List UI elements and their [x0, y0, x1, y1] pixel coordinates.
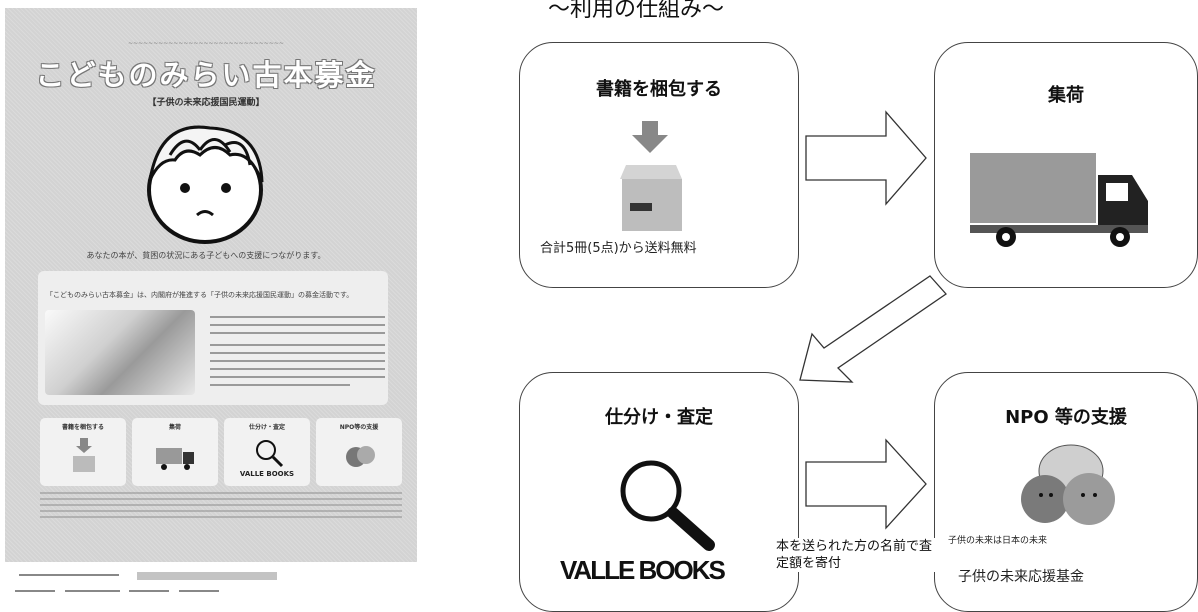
poster-step-npo: NPO等の支援	[316, 418, 402, 486]
poster-step-label: NPO等の支援	[339, 424, 379, 431]
poster-panel-heading: 「こどものみらい古本募金」は、内閣府が推進する「子供の未来応援国民運動」の募金活…	[46, 291, 354, 299]
poster-sponsor-logos	[7, 568, 417, 604]
poster-text-line	[210, 332, 385, 334]
poster-step-label: 仕分け・査定	[248, 424, 285, 431]
poster-text-line	[210, 368, 385, 370]
poster-subtitle: 【子供の未来応援国民運動】	[147, 98, 265, 108]
card-title: 書籍を梱包する	[596, 79, 722, 100]
card-title: 集荷	[1048, 85, 1084, 106]
child-face-illustration	[147, 125, 264, 244]
magnifier-icon	[256, 440, 284, 468]
valle-books-logo: VALLE BOOKS	[560, 555, 726, 585]
arrow-right-icon	[805, 110, 927, 206]
poster-footnotes	[40, 492, 402, 520]
fund-badge-text: 子供の未来は日本の未来	[948, 536, 1048, 546]
card-title: 仕分け・査定	[605, 407, 713, 428]
poster-title: こどものみらい古本募金	[35, 58, 377, 92]
poster-step-label: 書籍を梱包する	[61, 424, 104, 431]
box-icon	[73, 438, 95, 472]
fund-logo-icon	[1021, 444, 1115, 525]
poster-step-sort: 仕分け・査定 VALLE BOOKS	[224, 418, 310, 486]
arrow-diagonal-icon	[799, 275, 947, 383]
poster-text-line	[210, 384, 350, 386]
poster-tagline: あなたの本が、貧困の状況にある子どもへの支援につながります。	[86, 251, 326, 260]
fund-name: 子供の未来応援基金	[958, 569, 1084, 585]
poster-text-line	[210, 376, 385, 378]
poster-text-line	[210, 344, 385, 346]
poster-photo	[45, 310, 195, 395]
poster-text-line	[210, 352, 385, 354]
card-title: NPO 等の支援	[1005, 407, 1127, 428]
poster-text-line	[210, 316, 385, 318]
donation-note: 本を送られた方の名前で査定額を寄付	[776, 538, 936, 572]
truck-icon	[970, 153, 1148, 247]
card-caption: 合計5冊(5点)から送料無料	[540, 241, 697, 256]
poster-text-line	[210, 324, 385, 326]
poster-text-line	[210, 360, 385, 362]
arrow-right-icon	[805, 438, 927, 530]
poster-step-label: 集荷	[168, 424, 181, 431]
poster-valle-logo: VALLE BOOKS	[239, 470, 295, 478]
poster-top-line: ~~~~~~~~~~~~~~~~~~~~~~~~~~~~~~~	[128, 40, 284, 47]
card-npo: NPO 等の支援	[934, 372, 1198, 612]
poster-step-pack: 書籍を梱包する	[40, 418, 126, 486]
card-pack: 書籍を梱包する 合計5冊(5点)から送料無料	[519, 42, 799, 288]
magnifier-icon	[620, 460, 715, 551]
poster-step-pickup: 集荷	[132, 418, 218, 486]
card-sort: 仕分け・査定	[519, 372, 799, 612]
truck-icon	[156, 448, 194, 470]
fund-logo-icon	[346, 446, 375, 467]
flow-heading: 〜利用の仕組み〜	[548, 0, 725, 22]
package-box-icon	[620, 121, 682, 231]
card-pickup: 集荷	[934, 42, 1198, 288]
